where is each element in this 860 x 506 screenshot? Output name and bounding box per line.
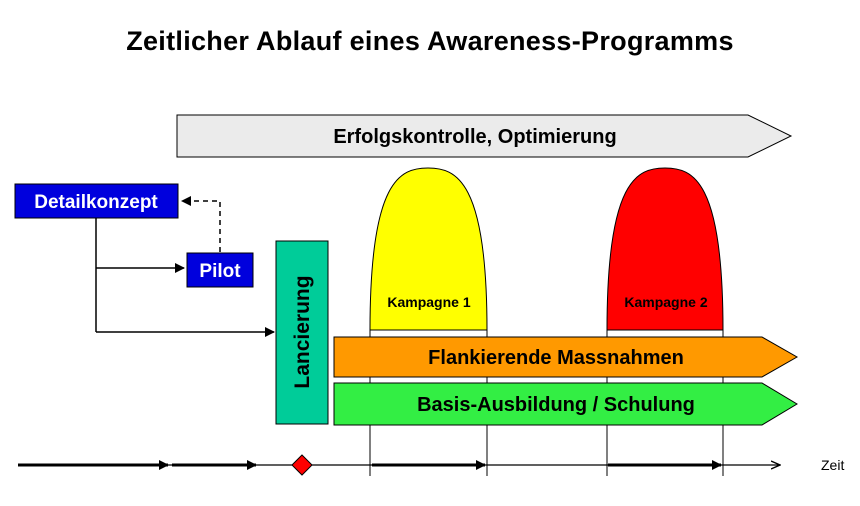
kampagne-1: Kampagne 1 bbox=[369, 167, 488, 331]
basis-bar: Basis-Ausbildung / Schulung bbox=[333, 382, 798, 426]
detailkonzept-box: Detailkonzept bbox=[14, 183, 179, 219]
diagram-title: Zeitlicher Ablauf eines Awareness-Progra… bbox=[126, 26, 734, 56]
flankierende-label: Flankierende Massnahmen bbox=[428, 347, 684, 369]
erfolgskontrolle-label: Erfolgskontrolle, Optimierung bbox=[333, 126, 616, 148]
detailkonzept-shape bbox=[14, 183, 179, 219]
detailkonzept-label: Detailkonzept bbox=[34, 192, 158, 213]
kampagne-1-shape bbox=[369, 167, 488, 331]
kampagne-2-label: Kampagne 2 bbox=[624, 294, 707, 310]
flankierende-bar: Flankierende Massnahmen bbox=[333, 336, 799, 378]
timeline-milestone-lancierung bbox=[291, 454, 313, 476]
pilot-label: Pilot bbox=[199, 261, 241, 282]
timeline-label: Zeit bbox=[821, 457, 844, 473]
kampagne-2-shape bbox=[606, 167, 724, 331]
basis-label: Basis-Ausbildung / Schulung bbox=[417, 394, 695, 416]
lancierung-label: Lancierung bbox=[291, 275, 314, 388]
connector-pilot-feedback bbox=[181, 196, 221, 252]
timeline: Zeit bbox=[18, 454, 844, 476]
lancierung-box: Lancierung bbox=[275, 240, 329, 425]
pilot-shape bbox=[186, 252, 254, 288]
connectors bbox=[95, 196, 275, 337]
kampagne-2: Kampagne 2 bbox=[606, 167, 724, 331]
erfolgskontrolle-bar: Erfolgskontrolle, Optimierung bbox=[176, 114, 793, 158]
lancierung-shape bbox=[275, 240, 329, 425]
flankierende-shape bbox=[333, 336, 799, 378]
pilot-box: Pilot bbox=[186, 252, 254, 288]
erfolgskontrolle-shape bbox=[176, 114, 793, 158]
kampagne-1-label: Kampagne 1 bbox=[387, 294, 470, 310]
basis-shape bbox=[333, 382, 798, 426]
